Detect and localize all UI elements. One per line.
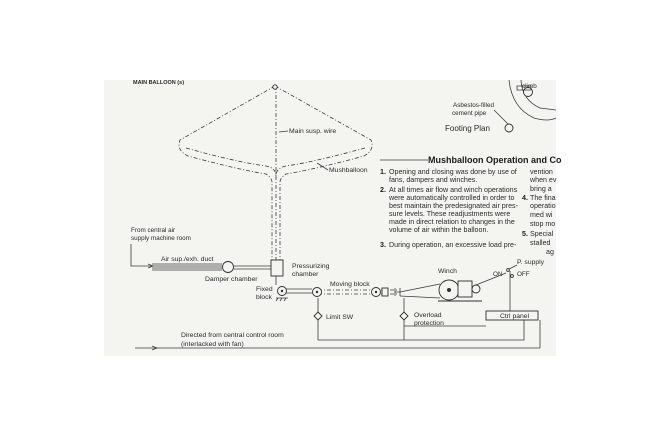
svg-text:3.: 3. <box>380 241 386 249</box>
directed-label-2: (interlacked with fan) <box>181 341 244 348</box>
air-duct-label: Air sup./exh. duct <box>161 256 214 263</box>
overload-protection-icon <box>399 311 409 321</box>
scanned-page <box>104 80 556 356</box>
svg-text:were automatically controlled: were automatically controlled in order t… <box>388 194 514 202</box>
central-air-label-2: supply machine room <box>131 235 191 242</box>
directed-label-1: Directed from central control room <box>181 332 284 339</box>
svg-text:sure levels. These readjustme: sure levels. These readjustments were <box>389 210 510 218</box>
svg-text:fans, dampers and winches.: fans, dampers and winches. <box>389 176 477 184</box>
svg-text:5.: 5. <box>522 230 528 238</box>
top-cut-text: MAIN BALLOON (s) <box>133 80 184 86</box>
climb-label: climb <box>522 83 537 90</box>
ctrl-panel-box[interactable] <box>485 310 539 321</box>
svg-text:2.: 2. <box>380 186 386 194</box>
pressurizing-label-1: Pressurizing <box>292 263 330 270</box>
fixed-block-label-1: Fixed <box>256 286 273 293</box>
svg-text:best maintain the predesignate: best maintain the predesignated air pres… <box>389 202 519 210</box>
svg-text:stop mo: stop mo <box>530 220 555 228</box>
svg-text:At all times air flow and winc: At all times air flow and winch operatio… <box>389 186 518 194</box>
asbestos-label-2: cement pipe <box>452 110 487 117</box>
winch-label: Winch <box>438 268 457 275</box>
svg-text:vention: vention <box>530 168 553 176</box>
svg-text:made in direct relation to cha: made in direct relation to changes in th… <box>389 218 515 226</box>
footing-plan-inset <box>493 79 557 133</box>
svg-text:1.: 1. <box>380 168 386 176</box>
mushballoon-outline <box>178 84 373 262</box>
damper-chamber-label: Damper chamber <box>205 276 258 283</box>
svg-text:Opening and closing was done b: Opening and closing was done by use of <box>389 168 517 176</box>
svg-text:During operation, an excessive: During operation, an excessive load pre- <box>389 241 517 249</box>
overload-label-2: protection <box>414 320 444 327</box>
power-switch[interactable] <box>506 264 518 278</box>
winch[interactable] <box>438 279 482 302</box>
air-duct <box>152 263 272 271</box>
asbestos-label-1: Asbestos-filled <box>453 102 494 109</box>
moving-block-label: Moving block <box>330 281 370 288</box>
svg-text:med wi: med wi <box>530 211 553 219</box>
svg-text:Special: Special <box>530 230 554 238</box>
svg-text:ag: ag <box>546 248 554 256</box>
overload-label-1: Overload <box>414 312 442 319</box>
ctrl-panel-label: Ctrl panel <box>500 313 530 320</box>
moving-block-body <box>381 287 389 297</box>
svg-text:4.: 4. <box>522 194 528 202</box>
limit-sw-label: Limit SW <box>326 314 354 321</box>
limit-switch-icon <box>313 311 323 321</box>
svg-text:volume of air within the ballo: volume of air within the balloon. <box>389 226 488 234</box>
svg-text:The fina: The fina <box>530 194 556 202</box>
central-air-label-1: From central air <box>131 227 175 234</box>
article-right-column: vention when ev bring a 4. The fina oper… <box>522 168 557 256</box>
pressurizing-label-2: chamber <box>292 271 319 278</box>
article-body: 1. Opening and closing was done by use o… <box>380 168 519 249</box>
p-supply-label: P. supply <box>517 259 545 266</box>
switch-off-label: OFF <box>517 271 530 278</box>
svg-text:bring a: bring a <box>530 185 552 193</box>
switch-on-label: ON <box>493 271 503 278</box>
main-susp-wire-label: Main susp. wire <box>289 128 336 135</box>
pressurizing-chamber <box>270 259 284 277</box>
footing-plan-label: Footing Plan <box>445 124 490 133</box>
mushballoon-label: Mushballoon <box>329 167 368 174</box>
svg-text:stalled: stalled <box>530 239 551 247</box>
article-heading: Mushballoon Operation and Co <box>428 155 562 165</box>
fixed-block-label-2: block <box>256 294 272 301</box>
damper-icon <box>222 261 234 273</box>
svg-text:when ev: when ev <box>529 176 557 184</box>
svg-text:operatio: operatio <box>530 202 556 210</box>
